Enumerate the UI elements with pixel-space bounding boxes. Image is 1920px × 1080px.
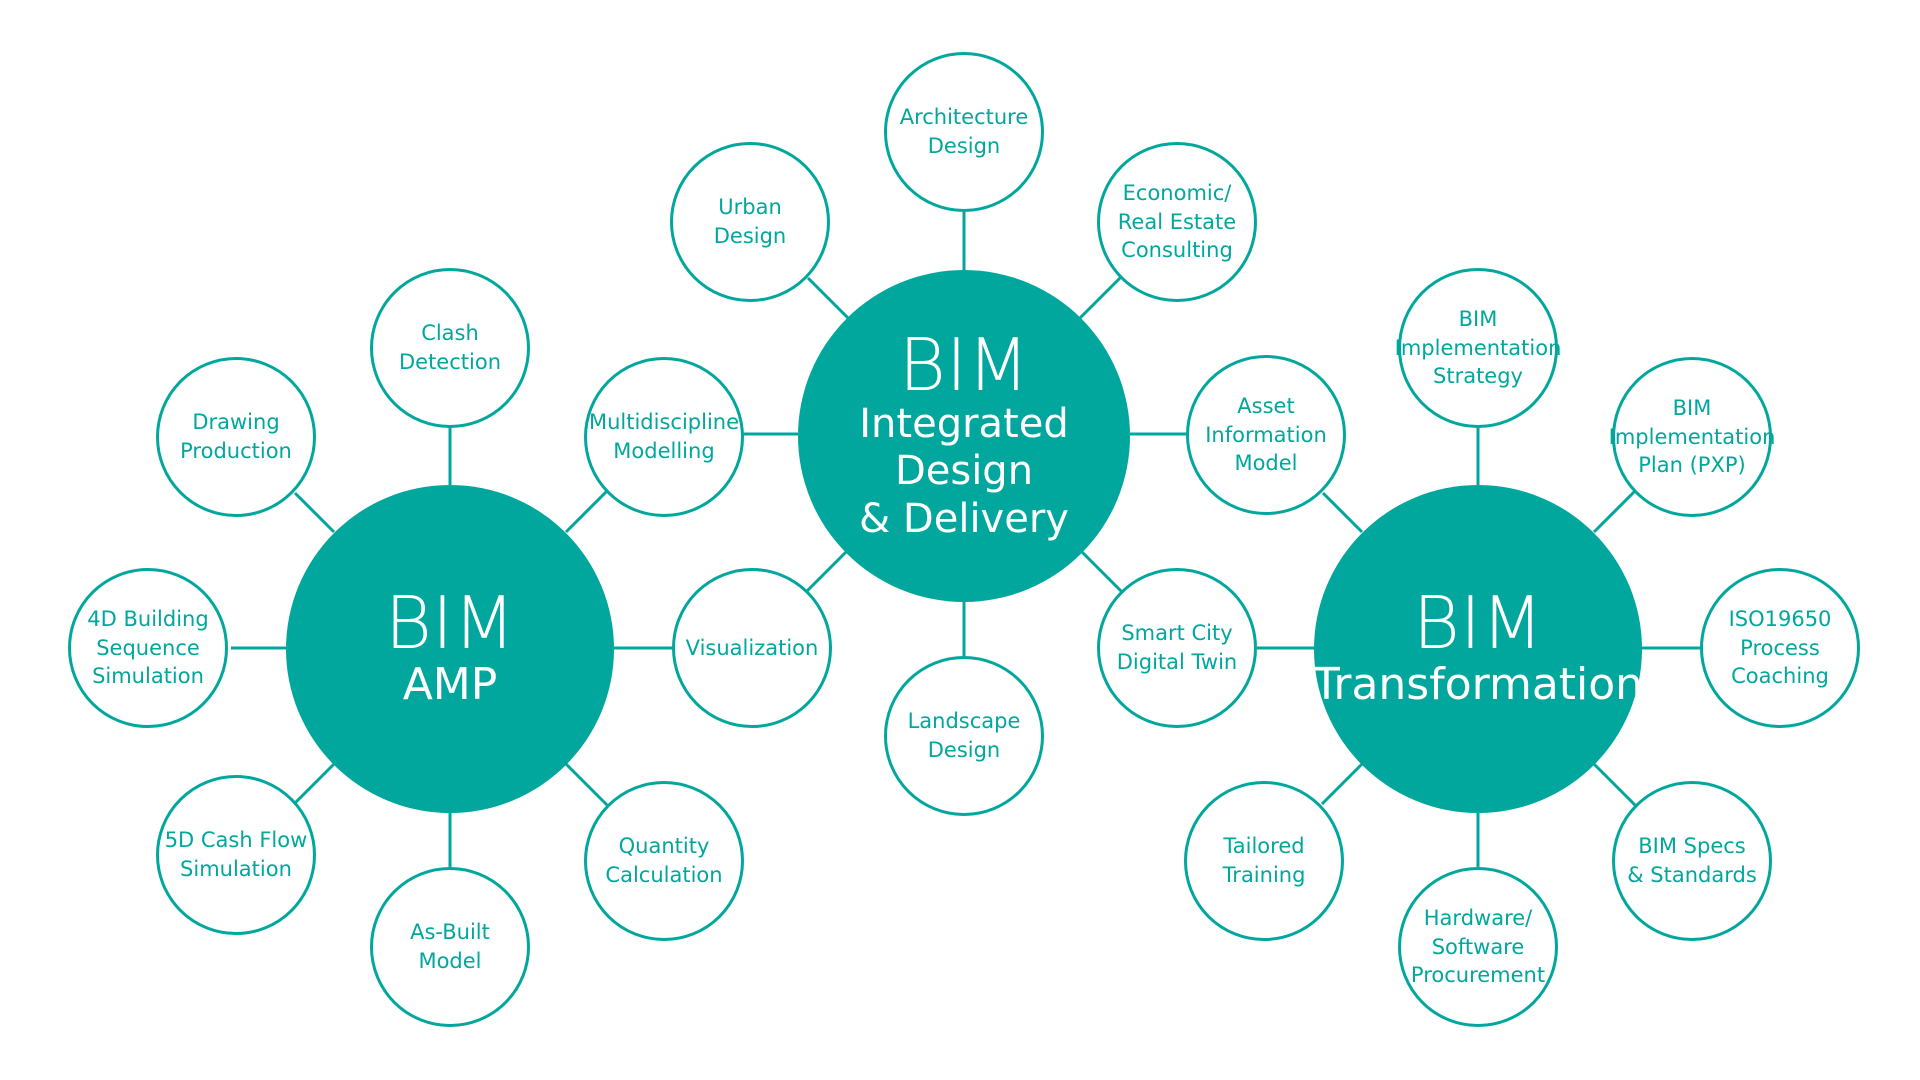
node-label: 5D Cash Flow Simulation	[164, 828, 308, 881]
node-label: Urban Design	[713, 195, 787, 248]
node-label: Visualization	[685, 635, 819, 660]
node-quantity-calculation: Quantity Calculation	[584, 781, 744, 941]
connector-amp-multi	[564, 488, 610, 534]
connector-trans-asset	[1321, 491, 1364, 534]
hub-subtitle: AMP	[402, 659, 498, 711]
node-asset-information-model: Asset Information Model	[1186, 355, 1346, 515]
hub-title: BIM	[1412, 581, 1544, 666]
connector-idd-econ	[1078, 274, 1124, 320]
node-label: Architecture Design	[899, 105, 1029, 158]
node-bim-implementation-strategy: BIM Implementation Strategy	[1395, 268, 1561, 428]
connector-trans-plan	[1592, 488, 1638, 534]
node-label: 4D Building Sequence Simulation	[87, 606, 209, 689]
node-bim-implementation-plan: BIM Implementation Plan (PXP)	[1609, 357, 1775, 517]
node-label: Smart City Digital Twin	[1116, 621, 1238, 674]
node-bim-specs-standards: BIM Specs & Standards	[1612, 781, 1772, 941]
hub-bim-integrated-design-delivery: BIM Integrated Design & Delivery	[798, 270, 1130, 602]
connector-trans-training	[1320, 762, 1364, 806]
node-urban-design: Urban Design	[670, 142, 830, 302]
node-as-built-model: As-Built Model	[370, 867, 530, 1027]
node-label: As-Built Model	[410, 920, 490, 973]
node-drawing-production: Drawing Production	[156, 357, 316, 517]
node-hardware-software-procurement: Hardware/ Software Procurement	[1398, 867, 1558, 1027]
connector-amp-cashflow	[293, 762, 336, 805]
node-label: Landscape Design	[907, 709, 1021, 762]
node-label: Clash Detection	[398, 321, 502, 374]
node-5d-cash-flow-simulation: 5D Cash Flow Simulation	[156, 775, 316, 935]
node-label: Quantity Calculation	[605, 834, 723, 887]
connector-trans-specs	[1592, 762, 1638, 808]
node-visualization: Visualization	[672, 568, 832, 728]
node-architecture-design: Architecture Design	[884, 52, 1044, 212]
hub-title: BIM	[384, 581, 516, 666]
node-label: Economic/ Real Estate Consulting	[1117, 180, 1237, 263]
hub-title: BIM	[898, 323, 1030, 408]
connector-amp-drawing	[293, 491, 336, 534]
node-label: Hardware/ Software Procurement	[1410, 905, 1546, 988]
hub-subtitle: Integrated Design & Delivery	[859, 401, 1069, 542]
node-label: Asset Information Model	[1205, 393, 1327, 476]
node-4d-building-sequence-simulation: 4D Building Sequence Simulation	[68, 568, 228, 728]
connector-idd-urban	[806, 276, 850, 320]
node-economic-real-estate-consulting: Economic/ Real Estate Consulting	[1097, 142, 1257, 302]
connector-amp-quantity	[564, 762, 610, 808]
node-label: Drawing Production	[180, 410, 292, 463]
node-label: Tailored Training	[1222, 834, 1306, 887]
node-label: Multidiscipline Modelling	[588, 410, 740, 463]
hub-bim-transformation: BIM Transformation	[1312, 485, 1644, 813]
node-label: BIM Specs & Standards	[1627, 834, 1757, 887]
node-iso19650-process-coaching: ISO19650 Process Coaching	[1700, 568, 1860, 728]
node-label: BIM Implementation Strategy	[1394, 306, 1562, 389]
node-clash-detection: Clash Detection	[370, 268, 530, 428]
hub-subtitle: Transformation	[1312, 659, 1644, 711]
connector-idd-visual	[804, 548, 850, 594]
node-label: ISO19650 Process Coaching	[1728, 606, 1832, 689]
node-label: BIM Implementation Plan (PXP)	[1608, 395, 1776, 478]
node-multidiscipline-modelling: Multidiscipline Modelling	[584, 357, 744, 517]
hub-bim-amp: BIM AMP	[286, 485, 614, 813]
connector-idd-smart	[1078, 548, 1124, 594]
node-tailored-training: Tailored Training	[1184, 781, 1344, 941]
node-smart-city-digital-twin: Smart City Digital Twin	[1097, 568, 1257, 728]
node-landscape-design: Landscape Design	[884, 656, 1044, 816]
